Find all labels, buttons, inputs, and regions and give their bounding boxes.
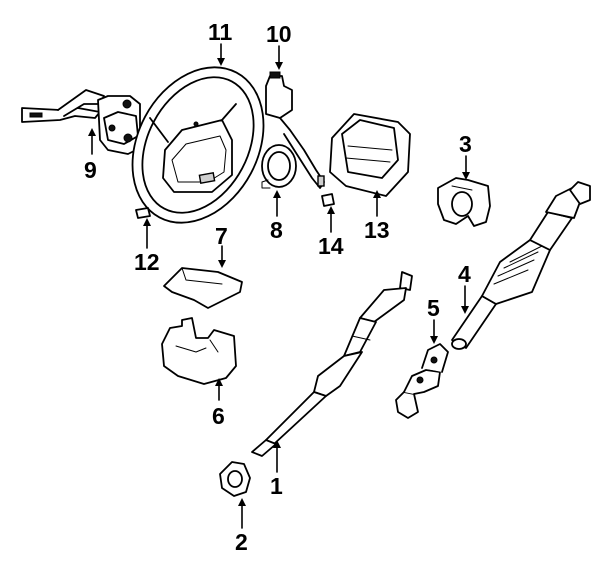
callout-5: 5 xyxy=(427,295,440,321)
callout-11: 11 xyxy=(208,19,233,45)
part-14-clip xyxy=(321,193,335,207)
part-13-airbag-module xyxy=(329,113,411,197)
part-4-intermediate-shaft xyxy=(451,181,591,350)
callout-12: 12 xyxy=(134,249,160,275)
callout-7: 7 xyxy=(215,223,228,249)
callout-13: 13 xyxy=(364,217,390,243)
part-7-upper-shroud xyxy=(163,267,243,309)
part-11-steering-wheel xyxy=(131,66,265,224)
part-12-clip xyxy=(135,207,151,219)
part-9-combination-switch xyxy=(21,89,141,155)
part-2-bearing xyxy=(219,461,251,497)
callout-4: 4 xyxy=(458,261,471,287)
callout-1: 1 xyxy=(270,473,283,499)
leader-lines xyxy=(88,43,470,529)
part-5-universal-joint xyxy=(395,343,449,419)
part-3-bracket xyxy=(437,177,491,227)
callout-14: 14 xyxy=(318,233,344,259)
callout-10: 10 xyxy=(266,21,292,47)
callout-6: 6 xyxy=(212,403,225,429)
callout-labels: 11 10 9 3 8 14 13 12 7 4 5 6 1 2 xyxy=(84,19,472,555)
callout-2: 2 xyxy=(235,529,248,555)
part-10-clockspring xyxy=(265,71,325,189)
callout-8: 8 xyxy=(270,217,283,243)
part-6-lower-shroud xyxy=(161,317,237,385)
callout-3: 3 xyxy=(459,131,472,157)
callout-9: 9 xyxy=(84,157,97,183)
part-1-column-shaft xyxy=(251,271,413,457)
part-8-contact-ring xyxy=(261,144,297,189)
